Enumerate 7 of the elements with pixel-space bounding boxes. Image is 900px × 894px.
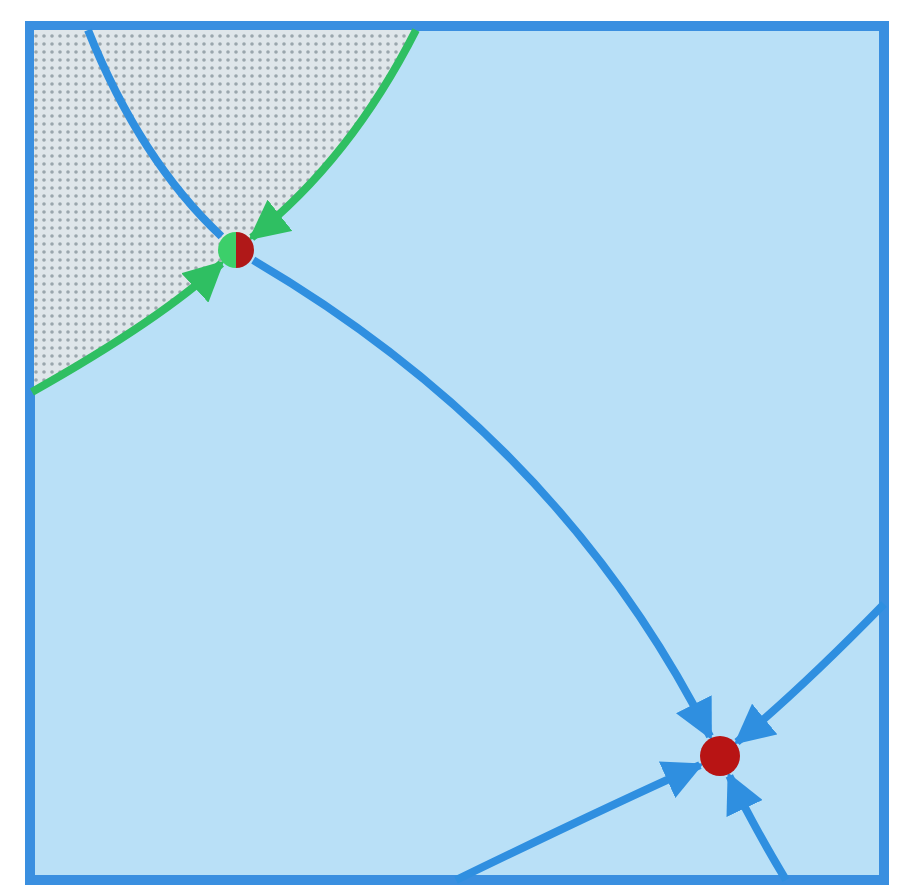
trajectory-line: [84, 28, 225, 240]
trajectory-arrow: [248, 28, 420, 241]
trajectory-arrow: [454, 761, 704, 884]
trajectory-arrow: [725, 772, 790, 883]
trajectory-arrow: [30, 260, 225, 396]
trajectory-arrow: [251, 256, 714, 740]
trajectory-arrow: [733, 601, 887, 746]
